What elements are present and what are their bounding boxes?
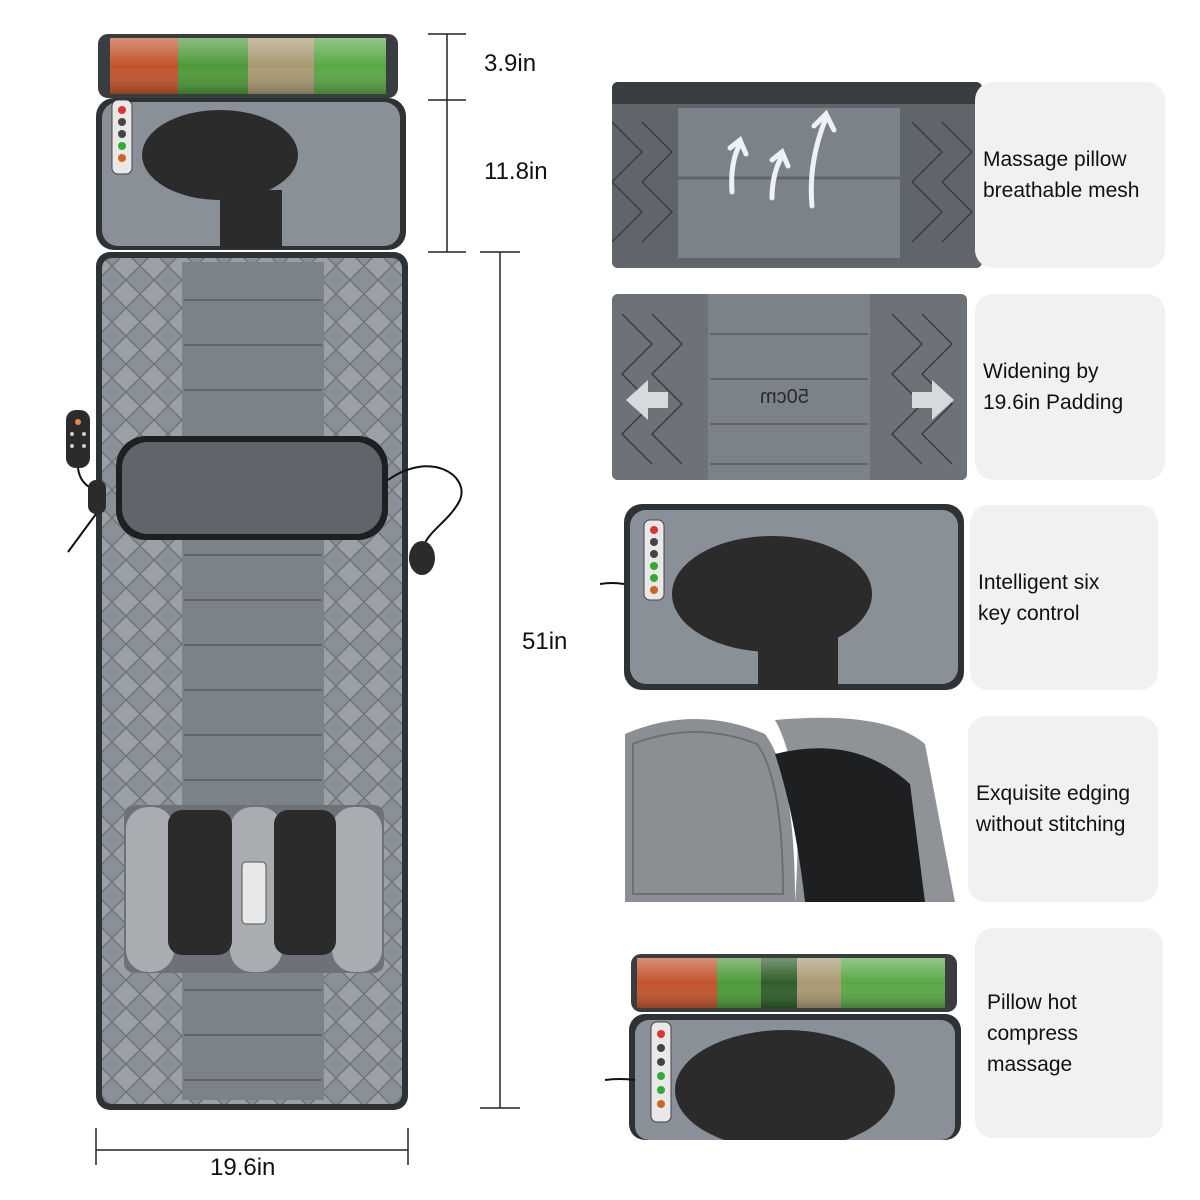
- feature-edging-caption-card: Exquisite edging without stitching: [968, 716, 1158, 902]
- dimension-lines: [95, 33, 520, 1165]
- head-pillow-height-label: 11.8in: [484, 158, 548, 185]
- herb-roll-closeup: [605, 954, 961, 1140]
- feature-mesh-caption-card: Massage pillow breathable mesh: [975, 82, 1165, 268]
- mat-width-label: 19.6in: [210, 1154, 276, 1181]
- control-buttons-icon: [650, 526, 658, 594]
- foot-massager: [124, 805, 384, 973]
- feature-edging-caption: Exquisite edging without stitching: [976, 782, 1131, 836]
- power-adapter: [387, 465, 463, 575]
- feature-compress-caption-card: Pillow hot compress massage: [975, 928, 1163, 1138]
- feature-compress-caption: Pillow hot compress massage: [987, 990, 1079, 1076]
- foot-cushion-closeup: [625, 714, 970, 902]
- feature-mesh-caption: Massage pillow breathable mesh: [983, 148, 1140, 202]
- feature-widening-photo: 50cm: [612, 294, 967, 480]
- feature-compress-photo: [605, 950, 965, 1140]
- width-marking-text: 50cm: [760, 386, 809, 408]
- pillow-roll-height-label: 3.9in: [484, 50, 537, 77]
- lumbar-cushion: [116, 436, 388, 540]
- mat-body: [96, 252, 408, 1110]
- mesh-closeup: [612, 82, 982, 268]
- arrow-left-icon: [626, 380, 668, 420]
- feature-edging-photo: [625, 714, 970, 902]
- widening-closeup: [612, 294, 967, 480]
- feature-widening-caption-card: Widening by 19.6in Padding: [975, 294, 1165, 480]
- feature-controls-photo: [599, 502, 972, 692]
- head-pillow: [96, 98, 406, 250]
- feature-mesh-photo: [612, 82, 982, 268]
- massage-mat-illustration: [66, 33, 520, 1165]
- control-pillow-closeup: [599, 504, 964, 690]
- mat-length-label: 51in: [522, 628, 568, 655]
- herb-roll-pillow: [98, 34, 398, 98]
- airflow-arrows-icon: [727, 109, 837, 209]
- remote-controller: [66, 410, 106, 553]
- feature-controls-caption-card: Intelligent six key control: [970, 505, 1158, 690]
- arrow-right-icon: [912, 380, 954, 420]
- feature-widening-caption: Widening by 19.6in Padding: [983, 360, 1124, 414]
- feature-controls-caption: Intelligent six key control: [978, 570, 1100, 625]
